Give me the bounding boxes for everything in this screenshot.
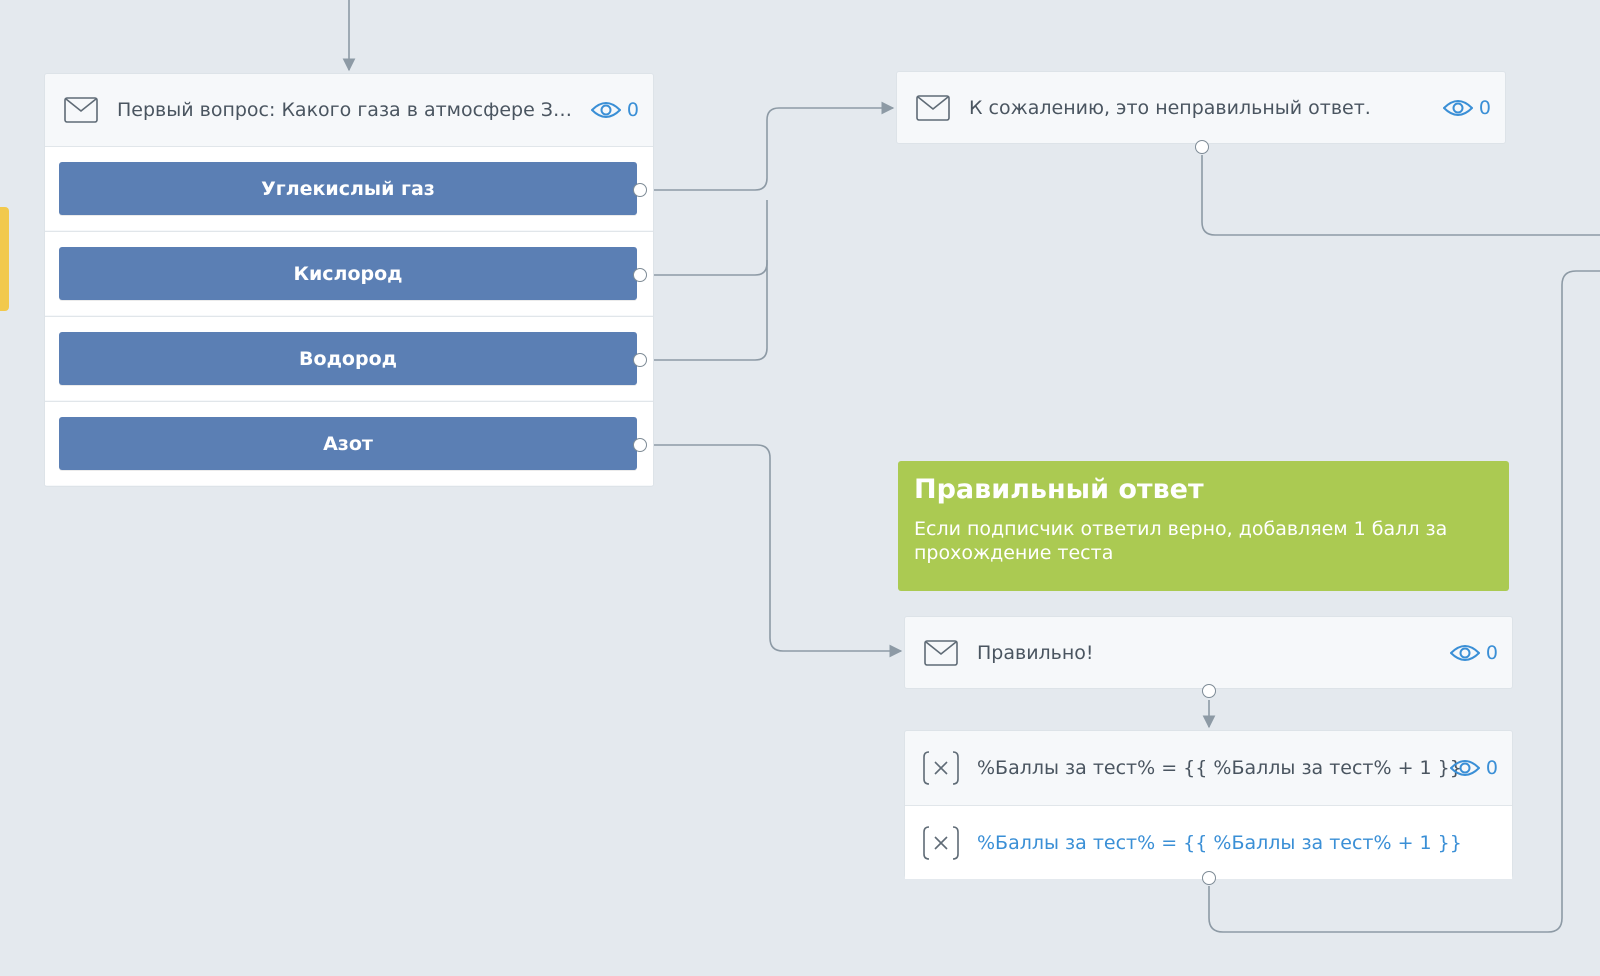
action-node-title: %Баллы за тест% = {{ %Баллы за тест% + 1… bbox=[977, 757, 1462, 779]
wire-answer-1 bbox=[648, 101, 895, 191]
correct-answer-node-title: Правильно! bbox=[977, 642, 1094, 664]
action-node[interactable]: %Баллы за тест% = {{ %Баллы за тест% + 1… bbox=[904, 730, 1513, 879]
answer-output-port[interactable] bbox=[633, 438, 647, 452]
variable-icon bbox=[923, 825, 959, 860]
answer-row: Кислород bbox=[45, 231, 653, 315]
question-node-views-count: 0 bbox=[626, 99, 639, 121]
eye-icon bbox=[1449, 760, 1480, 776]
answer-row: Азот bbox=[45, 401, 653, 485]
wire-wrong-out bbox=[1201, 155, 1600, 236]
wrong-answer-node-views-count: 0 bbox=[1478, 97, 1491, 119]
question-node[interactable]: Первый вопрос: Какого газа в атмосфере З… bbox=[44, 73, 654, 487]
action-expression[interactable]: %Баллы за тест% = {{ %Баллы за тест% + 1… bbox=[977, 831, 1462, 854]
answer-button[interactable]: Углекислый газ bbox=[59, 162, 637, 215]
wrong-answer-output-port[interactable] bbox=[1195, 140, 1209, 154]
action-node-views[interactable]: 0 bbox=[1449, 757, 1498, 779]
correct-answer-node-views[interactable]: 0 bbox=[1449, 642, 1498, 664]
answer-button[interactable]: Кислород bbox=[59, 247, 637, 300]
action-node-views-count: 0 bbox=[1485, 757, 1498, 779]
answer-row: Углекислый газ bbox=[45, 146, 653, 230]
note-title: Правильный ответ bbox=[914, 474, 1204, 505]
mail-icon bbox=[916, 95, 950, 121]
wire-answer-2 bbox=[648, 200, 768, 276]
mail-icon bbox=[64, 97, 98, 123]
question-node-title: Первый вопрос: Какого газа в атмосфере З… bbox=[117, 99, 572, 121]
wrong-answer-node-title: К сожалению, это неправильный ответ. bbox=[969, 97, 1371, 119]
correct-answer-node-views-count: 0 bbox=[1485, 642, 1498, 664]
answer-output-port[interactable] bbox=[633, 353, 647, 367]
wrong-answer-node-header[interactable]: К сожалению, это неправильный ответ. 0 bbox=[897, 72, 1505, 144]
note-card[interactable]: Правильный ответ Если подписчик ответил … bbox=[898, 461, 1509, 591]
action-output-port[interactable] bbox=[1202, 871, 1216, 885]
correct-answer-node[interactable]: Правильно! 0 bbox=[904, 616, 1513, 689]
wrong-answer-node[interactable]: К сожалению, это неправильный ответ. 0 bbox=[896, 71, 1506, 144]
eye-icon bbox=[590, 102, 621, 118]
wire-answer-4 bbox=[648, 444, 903, 658]
answer-button[interactable]: Азот bbox=[59, 417, 637, 470]
mail-icon bbox=[924, 640, 958, 666]
variable-icon bbox=[923, 751, 959, 785]
answer-output-port[interactable] bbox=[633, 268, 647, 282]
correct-answer-output-port[interactable] bbox=[1202, 684, 1216, 698]
eye-icon bbox=[1442, 100, 1473, 116]
note-text: Если подписчик ответил верно, добавляем … bbox=[914, 517, 1448, 565]
answer-button[interactable]: Водород bbox=[59, 332, 637, 385]
action-row[interactable]: %Баллы за тест% = {{ %Баллы за тест% + 1… bbox=[905, 805, 1512, 879]
eye-icon bbox=[1449, 645, 1480, 661]
answer-output-port[interactable] bbox=[633, 183, 647, 197]
correct-answer-node-header[interactable]: Правильно! 0 bbox=[905, 617, 1512, 689]
answer-row: Водород bbox=[45, 316, 653, 400]
question-node-header[interactable]: Первый вопрос: Какого газа в атмосфере З… bbox=[45, 74, 653, 146]
wire-answer-3 bbox=[648, 260, 768, 361]
side-panel-tab[interactable] bbox=[0, 207, 9, 311]
action-node-header[interactable]: %Баллы за тест% = {{ %Баллы за тест% + 1… bbox=[905, 731, 1512, 805]
question-node-views[interactable]: 0 bbox=[590, 99, 639, 121]
wrong-answer-node-views[interactable]: 0 bbox=[1442, 97, 1491, 119]
